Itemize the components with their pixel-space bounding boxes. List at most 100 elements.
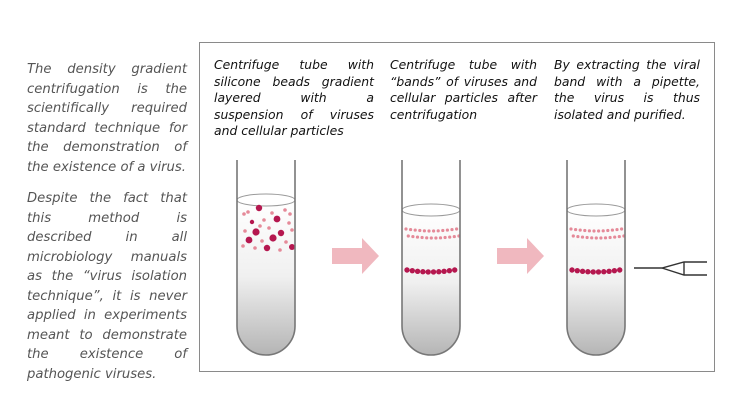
cellular-particle xyxy=(432,229,436,233)
cellular-particle xyxy=(267,226,271,230)
tube-1-liquid xyxy=(237,200,295,355)
step-1-caption: Centrifuge tube with silicone beads grad… xyxy=(214,57,374,138)
cellular-particle xyxy=(597,229,601,233)
intro-paragraph-2: Despite the fact that this method is des… xyxy=(27,191,187,382)
tube-2-bands xyxy=(404,227,460,275)
cellular-particle xyxy=(415,235,420,239)
cellular-particle xyxy=(270,211,274,215)
cellular-particle xyxy=(569,227,573,231)
cellular-particle xyxy=(246,210,250,214)
cellular-particle xyxy=(608,235,612,240)
cellular-particle xyxy=(411,234,415,239)
cellular-particle xyxy=(284,240,288,244)
cellular-particle xyxy=(455,227,459,231)
step-2-caption: Centrifuge tube with “bands” of viruses … xyxy=(390,57,537,122)
cellular-particle xyxy=(436,229,440,233)
tube-3-outline xyxy=(566,160,626,356)
tube-2-liquid xyxy=(402,210,460,355)
virus-particle xyxy=(569,267,575,273)
virus-particle xyxy=(252,228,260,236)
virus-particle xyxy=(263,244,271,252)
virus-particle xyxy=(452,267,458,273)
cellular-particle xyxy=(617,234,621,239)
virus-particle xyxy=(273,215,281,223)
cellular-particle xyxy=(599,236,603,240)
cellular-particle xyxy=(452,234,456,239)
cellular-particle xyxy=(429,236,433,240)
cellular-particle xyxy=(438,236,443,240)
cellular-particle xyxy=(590,236,594,240)
cellular-particle xyxy=(242,212,246,216)
cellular-particle xyxy=(241,244,245,248)
virus-particle xyxy=(289,244,295,250)
cellular-particle xyxy=(278,248,282,252)
tube-3-liquid xyxy=(567,210,625,355)
cellular-particle xyxy=(258,224,262,228)
tube-2 xyxy=(401,160,461,356)
tube-3 xyxy=(566,160,626,356)
cellular-particle xyxy=(585,235,589,240)
cellular-particle xyxy=(262,218,266,222)
cellular-particle xyxy=(592,229,596,233)
virus-particle xyxy=(414,268,421,274)
cellular-particle xyxy=(580,235,585,239)
cellular-particle xyxy=(287,221,291,225)
cellular-particle xyxy=(406,234,410,238)
virus-particle xyxy=(590,269,596,275)
intro-paragraph-1: The density gradient centrifugation is t… xyxy=(27,62,187,175)
virus-particle xyxy=(249,219,255,225)
virus-particle xyxy=(601,269,607,275)
cellular-particle xyxy=(587,229,592,233)
cellular-particle xyxy=(571,234,575,238)
cellular-particle xyxy=(422,229,426,233)
tube-1-meniscus xyxy=(236,193,296,207)
cellular-particle xyxy=(434,236,438,240)
cellular-particle xyxy=(413,228,417,232)
virus-particle xyxy=(409,267,415,274)
virus-particle xyxy=(585,269,591,275)
tube-1-outline xyxy=(236,160,296,356)
cellular-particle xyxy=(594,236,598,240)
virus-particle xyxy=(404,267,410,273)
cellular-particle xyxy=(610,228,615,232)
virus-particle xyxy=(595,269,602,275)
cellular-particle xyxy=(418,228,422,233)
cellular-particle xyxy=(601,229,605,233)
arrow-right-icon xyxy=(497,238,544,274)
tube-2-meniscus xyxy=(401,203,461,217)
cellular-particle xyxy=(290,228,294,232)
tube-3-meniscus xyxy=(566,203,626,217)
cellular-particle xyxy=(441,228,445,233)
virus-particle xyxy=(277,229,285,237)
virus-particle xyxy=(446,267,453,274)
virus-particle xyxy=(436,269,442,275)
virus-particle xyxy=(430,269,437,275)
virus-particle xyxy=(425,269,431,275)
virus-particle xyxy=(606,268,612,274)
virus-particle xyxy=(269,234,277,242)
cellular-particle xyxy=(578,228,582,232)
virus-particle xyxy=(420,269,426,275)
cellular-particle xyxy=(620,227,624,231)
cellular-particle xyxy=(603,236,608,240)
cellular-particle xyxy=(448,235,452,239)
intro-text: The density gradient centrifugation is t… xyxy=(27,60,187,396)
cellular-particle xyxy=(445,228,449,232)
cellular-particle xyxy=(606,228,610,233)
cellular-particle xyxy=(583,228,587,233)
tube-1 xyxy=(236,160,296,356)
cellular-particle xyxy=(288,212,292,216)
cellular-particle xyxy=(283,208,287,212)
cellular-particle xyxy=(615,227,619,232)
cellular-particle xyxy=(425,236,429,240)
virus-particle xyxy=(579,268,586,274)
cellular-particle xyxy=(450,227,454,232)
cellular-particle xyxy=(420,235,424,240)
tube-1-suspension xyxy=(241,204,295,252)
tube-2-outline xyxy=(401,160,461,356)
virus-particle xyxy=(574,267,580,274)
cellular-particle xyxy=(260,239,264,243)
cellular-particle xyxy=(243,229,247,233)
cellular-particle xyxy=(574,227,578,232)
